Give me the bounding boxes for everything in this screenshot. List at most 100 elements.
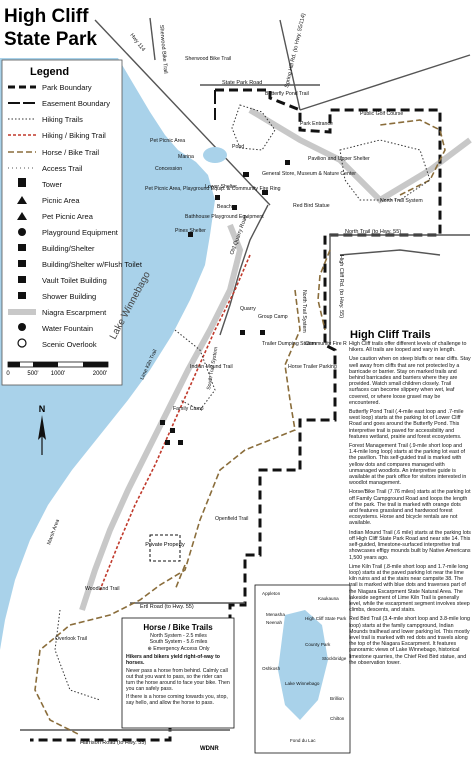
horse-bike-text: North System - 2.5 miles South System - …	[126, 633, 231, 727]
pond	[203, 147, 227, 163]
hb-yield: Hikers and bikers yield right-of-way to …	[126, 654, 220, 666]
svg-text:County Park: County Park	[305, 642, 331, 647]
title-line1: High Cliff	[4, 6, 89, 27]
svg-text:North Trail System: North Trail System	[380, 198, 423, 204]
emergency-icon: ⊕	[147, 646, 154, 652]
trails-butterfly: Butterfly Pond Trail (.4-mile east loop …	[349, 409, 464, 440]
title-line2: State Park	[4, 29, 97, 50]
svg-text:Horse / Bike Trail: Horse / Bike Trail	[42, 148, 99, 157]
svg-text:Concession: Concession	[155, 166, 182, 172]
legend-symbols	[8, 85, 36, 348]
legend-box	[1, 59, 123, 386]
svg-text:Beach: Beach	[217, 204, 232, 210]
horse-bike-box: Horse / Bike Trails	[121, 617, 235, 729]
svg-text:North Trail System: North Trail System	[301, 290, 307, 333]
svg-text:Lower Shelter: Lower Shelter	[205, 184, 237, 190]
niagra-escarpment-north	[248, 107, 472, 204]
svg-text:Pines Shelter: Pines Shelter	[175, 228, 206, 234]
svg-text:Harrison Road (to Hwy. 55): Harrison Road (to Hwy. 55)	[80, 740, 146, 746]
scale-bar: 0 500' 1000' 2000'	[6, 361, 109, 377]
svg-text:Marsh Area: Marsh Area	[46, 519, 61, 546]
footer-logo: WDNR	[200, 746, 219, 752]
legend-labels: Park Boundary Easement Boundary Hiking T…	[42, 83, 143, 349]
svg-text:Access Trail: Access Trail	[42, 164, 83, 173]
svg-text:Pavilion and Upper Shelter: Pavilion and Upper Shelter	[308, 156, 370, 162]
svg-text:Ertl Road (to Hwy. 55): Ertl Road (to Hwy. 55)	[140, 604, 194, 610]
svg-text:General Store, Museum & Nature: General Store, Museum & Nature Center	[262, 171, 356, 177]
legend-heading: Legend	[30, 66, 69, 78]
svg-text:High Cliff State Park: High Cliff State Park	[305, 616, 347, 621]
trails-horse-bike: Horse/Bike Trail (7.76 miles) starts at …	[349, 489, 471, 527]
buildings	[160, 160, 290, 445]
svg-text:Horse / Bike Trails: Horse / Bike Trails	[143, 623, 213, 632]
svg-text:Niagra Escarpment: Niagra Escarpment	[42, 308, 107, 317]
trails-caution: Use caution when on steep bluffs or near…	[349, 356, 471, 406]
trails-intro: High Cliff trails offer different levels…	[349, 341, 467, 354]
svg-text:Sherwood Bike Trail: Sherwood Bike Trail	[158, 25, 168, 74]
svg-text:Oshkosh: Oshkosh	[262, 666, 281, 671]
svg-text:2000': 2000'	[93, 371, 108, 377]
svg-text:Hiking Trails: Hiking Trails	[42, 115, 83, 124]
svg-text:Openfield Trail: Openfield Trail	[215, 516, 248, 522]
svg-text:Woodland Trail: Woodland Trail	[85, 586, 120, 592]
svg-text:High Cliff Rd. (to Hwy. 55): High Cliff Rd. (to Hwy. 55)	[338, 255, 344, 318]
svg-text:Marina: Marina	[178, 154, 194, 160]
svg-text:Community Fire Ring: Community Fire Ring	[305, 341, 354, 347]
private-property-box	[149, 534, 181, 562]
svg-text:Public Golf Course: Public Golf Course	[360, 111, 403, 117]
svg-text:Water Fountain: Water Fountain	[42, 324, 93, 333]
trails-panel: High Cliff Trails	[347, 325, 472, 577]
trails-heading: High Cliff Trails	[350, 329, 431, 341]
svg-text:Picnic Area: Picnic Area	[42, 196, 80, 205]
svg-text:Bathhouse Playground Equipment: Bathhouse Playground Equipment	[185, 214, 264, 220]
hb-emergency: ⊕ Emergency Access Only	[147, 646, 210, 652]
svg-text:Building/Shelter w/Flush Toile: Building/Shelter w/Flush Toilet	[42, 260, 143, 269]
svg-text:Park Entrance: Park Entrance	[300, 121, 333, 127]
red-bird-trail	[99, 254, 251, 591]
svg-text:Scenic Overlook: Scenic Overlook	[42, 340, 97, 349]
trails-lime-kiln: Lime Kiln Trail (.8-mile short loop and …	[349, 563, 470, 614]
svg-text:Pond: Pond	[232, 144, 244, 150]
svg-text:Hwy 114: Hwy 114	[128, 33, 146, 53]
svg-text:Appleton: Appleton	[262, 591, 281, 596]
svg-text:Pet Picnic Area, Playground Eq: Pet Picnic Area, Playground Equip. & Com…	[145, 186, 281, 192]
svg-text:Overlook Trail: Overlook Trail	[55, 636, 87, 642]
north-arrow-icon: N	[38, 404, 46, 455]
svg-text:Brillion: Brillion	[330, 696, 344, 701]
svg-text:500': 500'	[27, 371, 38, 377]
svg-text:Park Boundary: Park Boundary	[42, 83, 92, 92]
trails-forest: Forest Management Trail (.9-mile short l…	[349, 443, 467, 487]
svg-text:Shower Building: Shower Building	[42, 292, 96, 301]
svg-text:Pet Picnic Area: Pet Picnic Area	[150, 138, 185, 144]
niagra-escarpment	[79, 223, 244, 611]
svg-text:Lake Winnebago: Lake Winnebago	[285, 681, 320, 686]
svg-text:Fond du Lac: Fond du Lac	[290, 738, 316, 743]
svg-text:Menasha: Menasha	[266, 612, 285, 617]
svg-text:Tower: Tower	[42, 180, 63, 189]
svg-text:North Trail (to Hwy. 55): North Trail (to Hwy. 55)	[345, 229, 401, 235]
svg-text:Sherwood Bike Trail: Sherwood Bike Trail	[185, 56, 231, 62]
hb-north: North System - 2.5 miles	[150, 633, 207, 639]
svg-text:0: 0	[6, 371, 10, 377]
svg-text:Vault Toilet Building: Vault Toilet Building	[42, 276, 107, 285]
svg-text:Butterfly Pond Trail: Butterfly Pond Trail	[265, 91, 309, 97]
svg-text:Playground Equipment: Playground Equipment	[42, 228, 119, 237]
svg-text:Pet Picnic Area: Pet Picnic Area	[42, 212, 94, 221]
svg-text:1000': 1000'	[51, 371, 66, 377]
trails-indian-mound: Indian Mound Trail (.6 mile) starts at t…	[349, 529, 471, 561]
svg-text:N: N	[39, 404, 46, 414]
roads	[20, 17, 471, 731]
hiking-trails	[54, 104, 431, 701]
svg-text:Easement Boundary: Easement Boundary	[42, 99, 110, 108]
svg-text:Kaukauna: Kaukauna	[318, 596, 339, 601]
private-property-label: Private Property	[145, 542, 185, 548]
svg-text:Spring Hill Rd. (to Hwy. 55/11: Spring Hill Rd. (to Hwy. 55/114)	[284, 13, 307, 89]
svg-text:State Park Road: State Park Road	[222, 80, 262, 86]
trails-text: High Cliff trails offer different levels…	[349, 341, 471, 761]
svg-text:Building/Shelter: Building/Shelter	[42, 244, 95, 253]
svg-text:Trailer Dumping Station: Trailer Dumping Station	[262, 341, 316, 347]
horse-bike-trail	[34, 119, 446, 736]
svg-text:Group Camp: Group Camp	[258, 314, 288, 320]
svg-text:Indian Mound Trail: Indian Mound Trail	[190, 364, 233, 370]
svg-text:Horse Trailer Parking: Horse Trailer Parking	[288, 364, 337, 370]
